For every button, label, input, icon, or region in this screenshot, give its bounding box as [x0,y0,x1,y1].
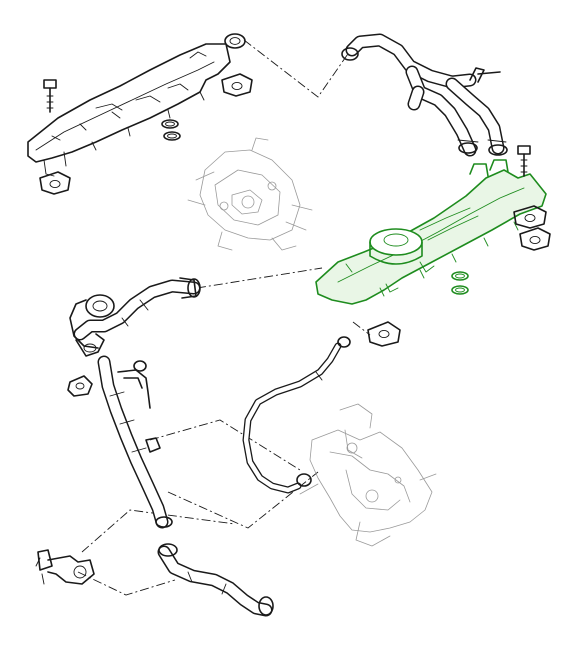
small-clamp [67,375,93,397]
crossover-hose [73,277,201,341]
engine-ghost-lower [299,403,437,547]
vertical-breather-pipe [97,355,173,529]
mounting-bracket [35,549,95,585]
breather-tube [242,336,351,494]
right-cover-bolt [517,145,531,177]
left-engine-cover [27,43,231,177]
leader-lines [77,39,371,596]
left-cover-seal-rings [161,119,181,141]
right-engine-cover [315,159,547,305]
right-cover-clip-bottom [367,321,401,347]
oil-separator [69,294,115,357]
left-cover-grommet [224,33,246,49]
left-cover-clip-left [39,171,71,195]
left-cover-clip-right [221,73,253,97]
right-cover-clip-lower [519,227,551,251]
engine-ghost-upper [187,137,313,251]
lower-breather-hose [157,543,274,617]
upper-breather-hose [341,33,508,157]
right-cover-seal-rings [451,271,469,295]
right-cover-clip-upper [513,205,547,229]
left-cover-bolt [43,79,57,113]
